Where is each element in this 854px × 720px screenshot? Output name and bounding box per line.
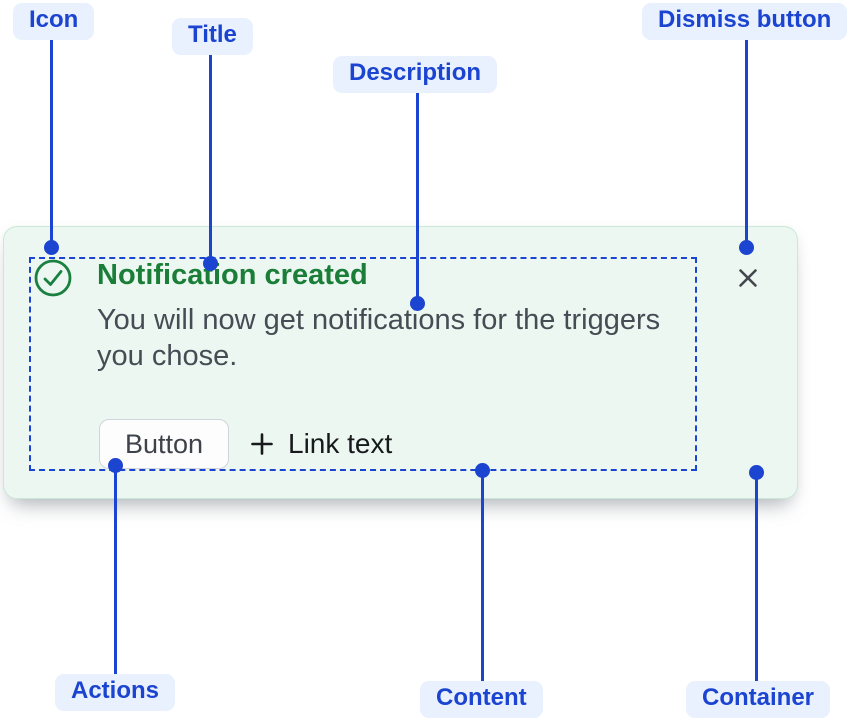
actions-callout-dot	[108, 458, 123, 473]
icon-callout-line	[50, 40, 53, 247]
cross-icon	[739, 269, 757, 287]
title-callout-label: Title	[172, 18, 253, 55]
container-callout-line	[755, 472, 758, 681]
description-callout-label: Description	[333, 56, 498, 93]
dismiss-button[interactable]	[732, 262, 764, 294]
flag-link[interactable]: Link text	[249, 419, 392, 469]
actions-callout-line	[114, 466, 117, 674]
title-callout-line	[209, 55, 212, 263]
container-callout-dot	[749, 465, 764, 480]
description-callout-dot	[410, 296, 425, 311]
content-callout-dot	[475, 463, 490, 478]
content-callout-label: Content	[420, 681, 543, 718]
content-callout-line	[481, 470, 484, 681]
flag-container: Notification created You will now get no…	[3, 226, 798, 499]
flag-description: You will now get notifications for the t…	[97, 304, 661, 372]
dismiss-callout-line	[745, 40, 748, 247]
actions-callout-label: Actions	[55, 674, 176, 711]
dismiss-callout-dot	[739, 240, 754, 255]
description-callout-line	[416, 93, 419, 303]
dismiss-callout-label: Dismiss button	[642, 3, 848, 40]
icon-callout-dot	[44, 240, 59, 255]
title-callout-dot	[203, 256, 218, 271]
flag-title: Notification created	[97, 259, 368, 291]
flag-link-label: Link text	[288, 428, 393, 459]
content-area-outline	[29, 257, 697, 471]
container-callout-label: Container	[686, 681, 831, 718]
icon-callout-label: Icon	[13, 3, 95, 40]
success-check-circle-icon	[34, 259, 72, 297]
plus-icon	[251, 433, 273, 455]
